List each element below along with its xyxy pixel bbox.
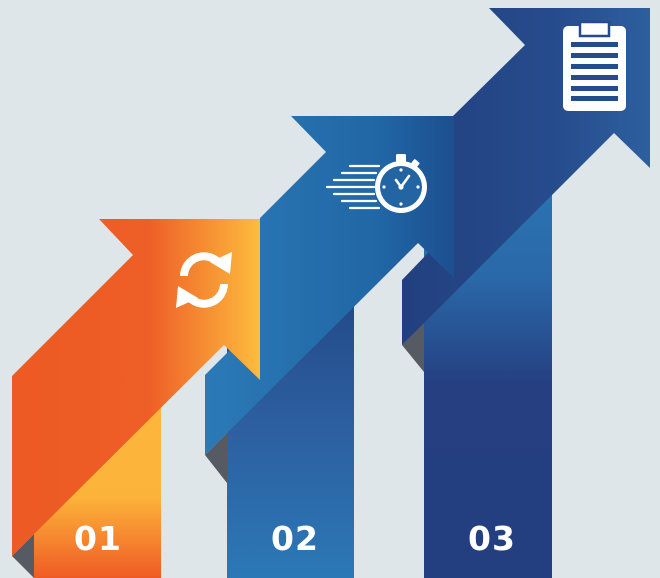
clipboard-icon	[563, 20, 626, 111]
refresh-icon	[176, 252, 232, 308]
step-1-fold-shadow	[12, 534, 34, 578]
stopwatch-icon	[325, 154, 427, 213]
step-1-number: 01	[74, 519, 122, 558]
step-2-fold-shadow	[205, 433, 227, 483]
step-2-number: 02	[271, 519, 319, 558]
step-3-fold-shadow	[402, 322, 424, 372]
step-3-number: 03	[468, 519, 516, 558]
